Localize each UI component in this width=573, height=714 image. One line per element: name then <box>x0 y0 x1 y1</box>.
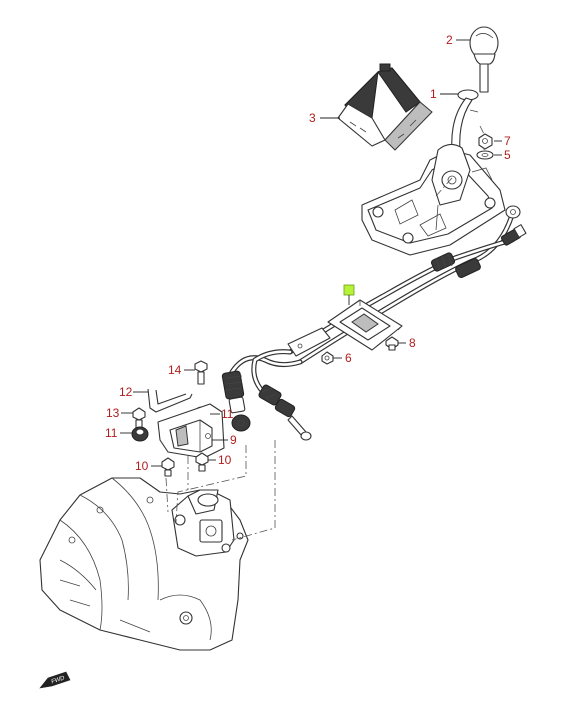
bolt-14 <box>194 360 208 385</box>
callout-leaders <box>120 39 502 467</box>
callout-11-right: 11 <box>221 407 234 421</box>
callout-6: 6 <box>345 351 352 365</box>
callout-10-left: 10 <box>135 459 149 473</box>
shifter-housing <box>361 143 506 256</box>
fwd-arrow-icon: FWD <box>39 671 71 689</box>
alignment-lines <box>165 125 485 541</box>
shift-lever <box>451 63 489 151</box>
washer-5 <box>476 150 494 160</box>
bushing-11-left <box>131 426 149 442</box>
callout-8: 8 <box>409 336 416 350</box>
transmission-housing <box>39 477 249 651</box>
shift-cable-assembly <box>221 205 527 441</box>
callout-3: 3 <box>309 111 316 125</box>
nut-7 <box>478 133 493 150</box>
callout-1: 1 <box>430 87 437 101</box>
callout-5: 5 <box>504 148 511 162</box>
bolt-10-right <box>195 452 209 472</box>
callout-12: 12 <box>119 385 133 399</box>
fwd-label: FWD <box>51 675 66 685</box>
callout-labels: 2 1 3 7 5 8 6 14 12 13 11 11 9 10 10 <box>105 33 511 473</box>
callout-7: 7 <box>504 134 511 148</box>
bolt-8 <box>385 336 399 351</box>
callout-13: 13 <box>106 406 120 420</box>
callout-2: 2 <box>446 33 453 47</box>
shift-knob <box>469 26 499 65</box>
highlight-marker <box>343 284 355 296</box>
callout-10-right: 10 <box>218 453 232 467</box>
shift-boot <box>337 63 433 151</box>
callout-9: 9 <box>230 433 237 447</box>
cable-bracket-9 <box>157 403 225 459</box>
bolt-10-left <box>161 457 175 477</box>
nut-6 <box>321 351 334 365</box>
callout-14: 14 <box>168 363 182 377</box>
callout-11-left: 11 <box>105 426 118 440</box>
clip-12 <box>147 388 193 413</box>
